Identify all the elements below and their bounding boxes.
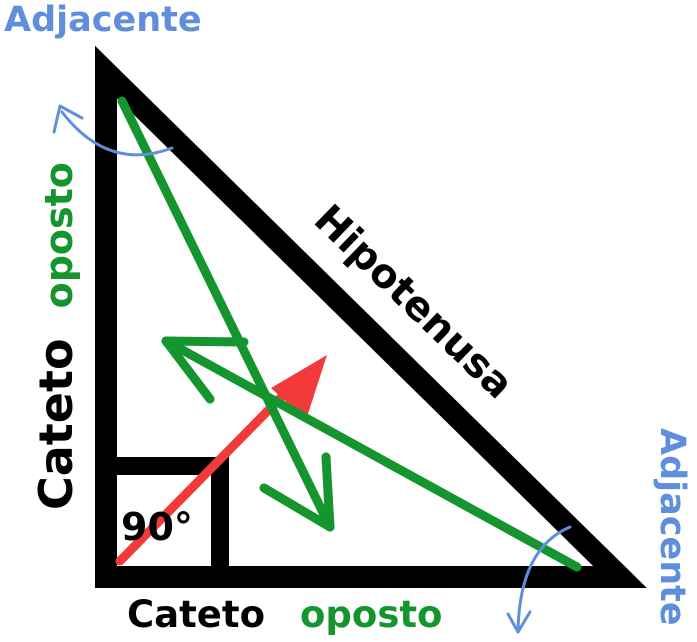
blue-arrow-top [52, 104, 174, 157]
right-angle-marker [106, 457, 229, 577]
bottom-leg-word: Cateto [127, 593, 265, 636]
green-arrow-down [117, 96, 335, 532]
green-arrow-left [161, 336, 582, 572]
triangle-outline [95, 45, 647, 588]
left-leg-word: Cateto [29, 338, 83, 510]
adjacent-label-right: Adjacente [652, 428, 692, 626]
adjacent-label-top: Adjacente [4, 0, 202, 40]
left-leg-label: Cateto oposto [29, 162, 83, 510]
blue-arrow-bottom [506, 525, 572, 634]
right-angle-label: 90° [121, 505, 193, 549]
left-leg-role: oposto [37, 162, 81, 308]
bottom-leg-role: oposto [300, 593, 442, 636]
